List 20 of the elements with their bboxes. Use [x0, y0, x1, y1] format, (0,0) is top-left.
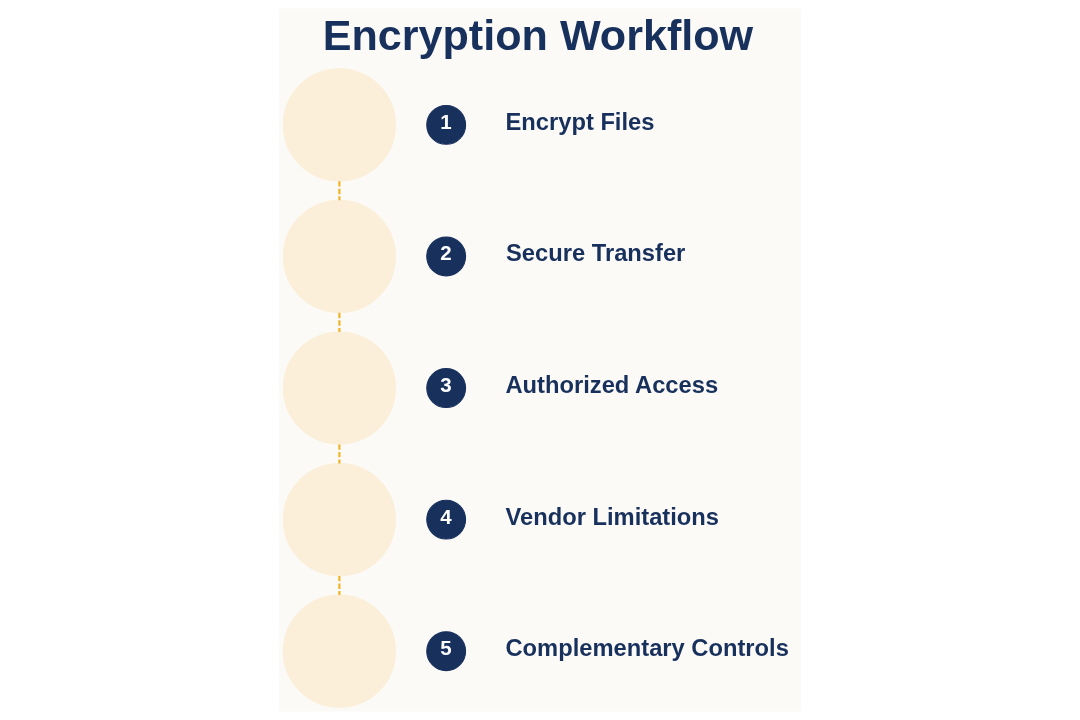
node-circle [282, 68, 397, 182]
node-circle [282, 594, 397, 708]
connector [338, 181, 341, 201]
node-label: Secure Transfer [506, 240, 686, 267]
connector [338, 444, 341, 464]
node-circle [282, 463, 397, 577]
node-circle: 4 [426, 499, 467, 540]
node-circle [282, 331, 397, 445]
diagram-title: Encryption Workflow [322, 11, 754, 60]
node-label: Encrypt Files [505, 108, 655, 135]
node-circle: 1 [426, 104, 467, 145]
node-circle: 3 [426, 368, 467, 408]
node-label: Vendor Limitations [505, 503, 719, 530]
node-label: Authorized Access [505, 372, 719, 398]
connector [338, 312, 341, 332]
node-circle: 5 [426, 631, 467, 672]
node-circle: 2 [426, 236, 467, 277]
node-circle [282, 199, 397, 314]
connector [338, 575, 341, 596]
node-label: Complementary Controls [505, 635, 789, 662]
